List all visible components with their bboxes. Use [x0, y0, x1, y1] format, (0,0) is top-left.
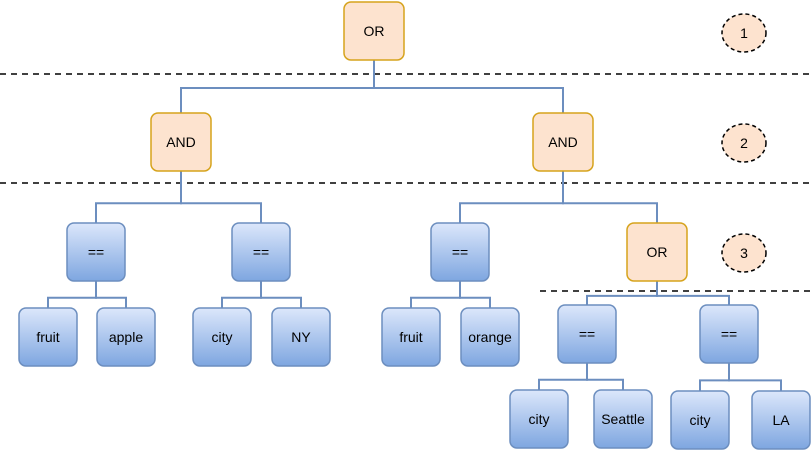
node-eq-fruit-apple: == — [66, 222, 126, 282]
connector-and-left-to-eq-city-ny — [180, 171, 262, 223]
node-box-and-right — [532, 112, 594, 172]
node-box-seattle — [593, 389, 653, 449]
node-box-fruit-2 — [381, 307, 441, 367]
node-box-city-1 — [192, 307, 252, 367]
node-fruit-1: fruit — [18, 307, 78, 367]
node-box-eq-fruit-orange — [430, 222, 490, 282]
connector-eq-city-ny-to-city-1 — [221, 281, 262, 308]
node-apple: apple — [96, 307, 156, 367]
node-label-la: LA — [772, 412, 790, 428]
node-box-city-3 — [670, 390, 730, 450]
connector-or-city-to-eq-city-la — [656, 281, 730, 305]
node-label-and-left: AND — [166, 134, 196, 150]
node-box-ny — [271, 307, 331, 367]
connector-or-root-to-and-right — [373, 60, 564, 113]
connector-eq-fruit-apple-to-fruit-1 — [47, 281, 97, 308]
node-box-or-city — [626, 222, 688, 282]
node-label-eq-city-la: == — [721, 326, 737, 342]
node-label-seattle: Seattle — [601, 411, 645, 427]
connector-eq-city-seattle-to-city-2 — [538, 363, 588, 390]
connector-eq-city-seattle-to-seattle — [586, 363, 624, 390]
connector-eq-fruit-orange-to-fruit-2 — [410, 281, 461, 308]
node-and-left: AND — [150, 112, 212, 172]
node-label-city-3: city — [690, 412, 711, 428]
node-orange: orange — [460, 307, 520, 367]
node-label-or-root: OR — [364, 23, 385, 39]
connector-eq-city-la-to-city-3 — [699, 363, 730, 391]
node-or-root: OR — [343, 1, 405, 61]
node-label-fruit-2: fruit — [399, 329, 422, 345]
level-badge-label-2: 2 — [740, 135, 748, 151]
node-box-city-2 — [509, 389, 569, 449]
node-label-eq-city-ny: == — [253, 244, 269, 260]
node-seattle: Seattle — [593, 389, 653, 449]
node-eq-fruit-orange: == — [430, 222, 490, 282]
level-badge-3: 3 — [721, 233, 767, 273]
node-label-city-1: city — [212, 329, 233, 345]
connector-or-root-to-and-left — [180, 60, 375, 113]
node-box-and-left — [150, 112, 212, 172]
level-badge-label-3: 3 — [740, 245, 748, 261]
node-eq-city-seattle: == — [557, 304, 617, 364]
node-box-fruit-1 — [18, 307, 78, 367]
level-badge-label-1: 1 — [740, 25, 748, 41]
node-la: LA — [751, 390, 811, 450]
level-badge-2: 2 — [721, 123, 767, 163]
connector-and-right-to-eq-fruit-orange — [459, 171, 564, 223]
level-badges: 1 2 3 — [721, 13, 767, 273]
node-label-ny: NY — [291, 329, 311, 345]
node-box-la — [751, 390, 811, 450]
connector-eq-city-ny-to-ny — [260, 281, 302, 308]
node-city-3: city — [670, 390, 730, 450]
node-ny: NY — [271, 307, 331, 367]
node-box-apple — [96, 307, 156, 367]
connector-eq-fruit-orange-to-orange — [459, 281, 491, 308]
level-badge-circle-2 — [721, 123, 767, 163]
connector-and-left-to-eq-fruit-apple — [95, 171, 182, 223]
node-label-and-right: AND — [548, 134, 578, 150]
node-label-fruit-1: fruit — [36, 329, 59, 345]
connector-lines — [47, 60, 782, 391]
tree-nodes: OR AND AND == == == OR fruit apple city NY fruit ora… — [18, 1, 811, 450]
connector-or-city-to-eq-city-seattle — [586, 281, 658, 305]
node-eq-city-ny: == — [231, 222, 291, 282]
node-label-or-city: OR — [647, 244, 668, 260]
node-box-eq-fruit-apple — [66, 222, 126, 282]
node-label-city-2: city — [529, 411, 550, 427]
node-city-2: city — [509, 389, 569, 449]
level-badge-1: 1 — [721, 13, 767, 53]
node-label-eq-fruit-orange: == — [452, 244, 468, 260]
node-label-apple: apple — [109, 329, 143, 345]
node-box-eq-city-seattle — [557, 304, 617, 364]
node-or-city: OR — [626, 222, 688, 282]
node-label-orange: orange — [468, 329, 512, 345]
node-eq-city-la: == — [699, 304, 759, 364]
node-fruit-2: fruit — [381, 307, 441, 367]
level-badge-circle-1 — [721, 13, 767, 53]
node-box-or-root — [343, 1, 405, 61]
connector-eq-fruit-apple-to-apple — [95, 281, 127, 308]
connector-and-right-to-or-city — [562, 171, 658, 223]
level-badge-circle-3 — [721, 233, 767, 273]
node-city-1: city — [192, 307, 252, 367]
node-and-right: AND — [532, 112, 594, 172]
node-box-orange — [460, 307, 520, 367]
connector-eq-city-la-to-la — [728, 363, 782, 391]
node-label-eq-city-seattle: == — [579, 326, 595, 342]
node-box-eq-city-la — [699, 304, 759, 364]
node-label-eq-fruit-apple: == — [88, 244, 104, 260]
node-box-eq-city-ny — [231, 222, 291, 282]
